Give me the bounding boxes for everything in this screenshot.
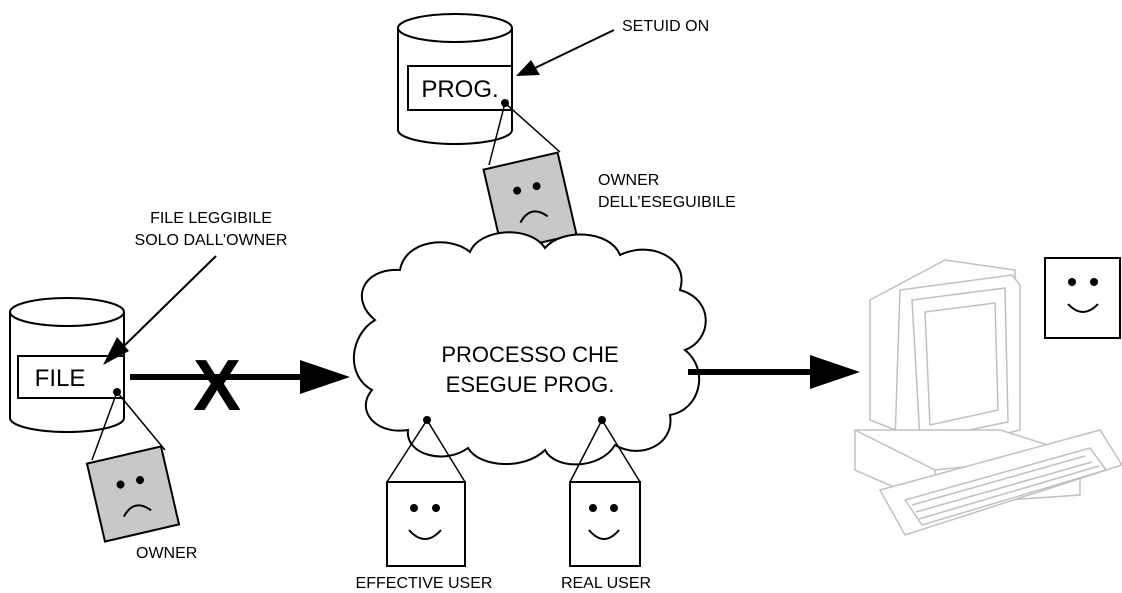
real-user-face <box>569 481 641 567</box>
owner-exe-label-2: DELL’ESEGUIBILE <box>598 194 736 211</box>
real-user-label: REAL USER <box>561 575 651 592</box>
process-label-2: ESEGUE PROG. <box>446 372 615 397</box>
file-note-arrow <box>103 255 217 365</box>
terminal-user-face <box>1044 257 1121 339</box>
effective-user-strings <box>386 419 466 483</box>
real-user-strings <box>569 419 641 483</box>
setuid-label: SETUID ON <box>622 18 709 35</box>
file-label: FILE <box>35 365 86 392</box>
output-arrow <box>688 355 860 389</box>
file-owner-face <box>85 445 181 543</box>
file-owner-strings <box>91 391 166 461</box>
setuid-arrow <box>516 29 615 76</box>
file-storage-cylinder <box>9 297 125 433</box>
prog-owner-strings <box>488 102 561 166</box>
effective-user-label: EFFECTIVE USER <box>356 575 493 592</box>
owner-label: OWNER <box>136 545 197 562</box>
process-label-1: PROCESSO CHE <box>441 342 618 367</box>
prog-box <box>407 65 513 111</box>
file-note-label-2: SOLO DALL’OWNER <box>135 232 288 249</box>
file-note-label-1: FILE LEGGIBILE <box>150 210 272 227</box>
owner-exe-label-1: OWNER <box>598 172 659 189</box>
blocked-read-arrow <box>130 360 350 394</box>
effective-user-face <box>386 481 466 567</box>
computer-icon <box>854 259 1122 536</box>
blocked-x-mark: X <box>193 346 241 426</box>
prog-label: PROG. <box>421 76 498 103</box>
